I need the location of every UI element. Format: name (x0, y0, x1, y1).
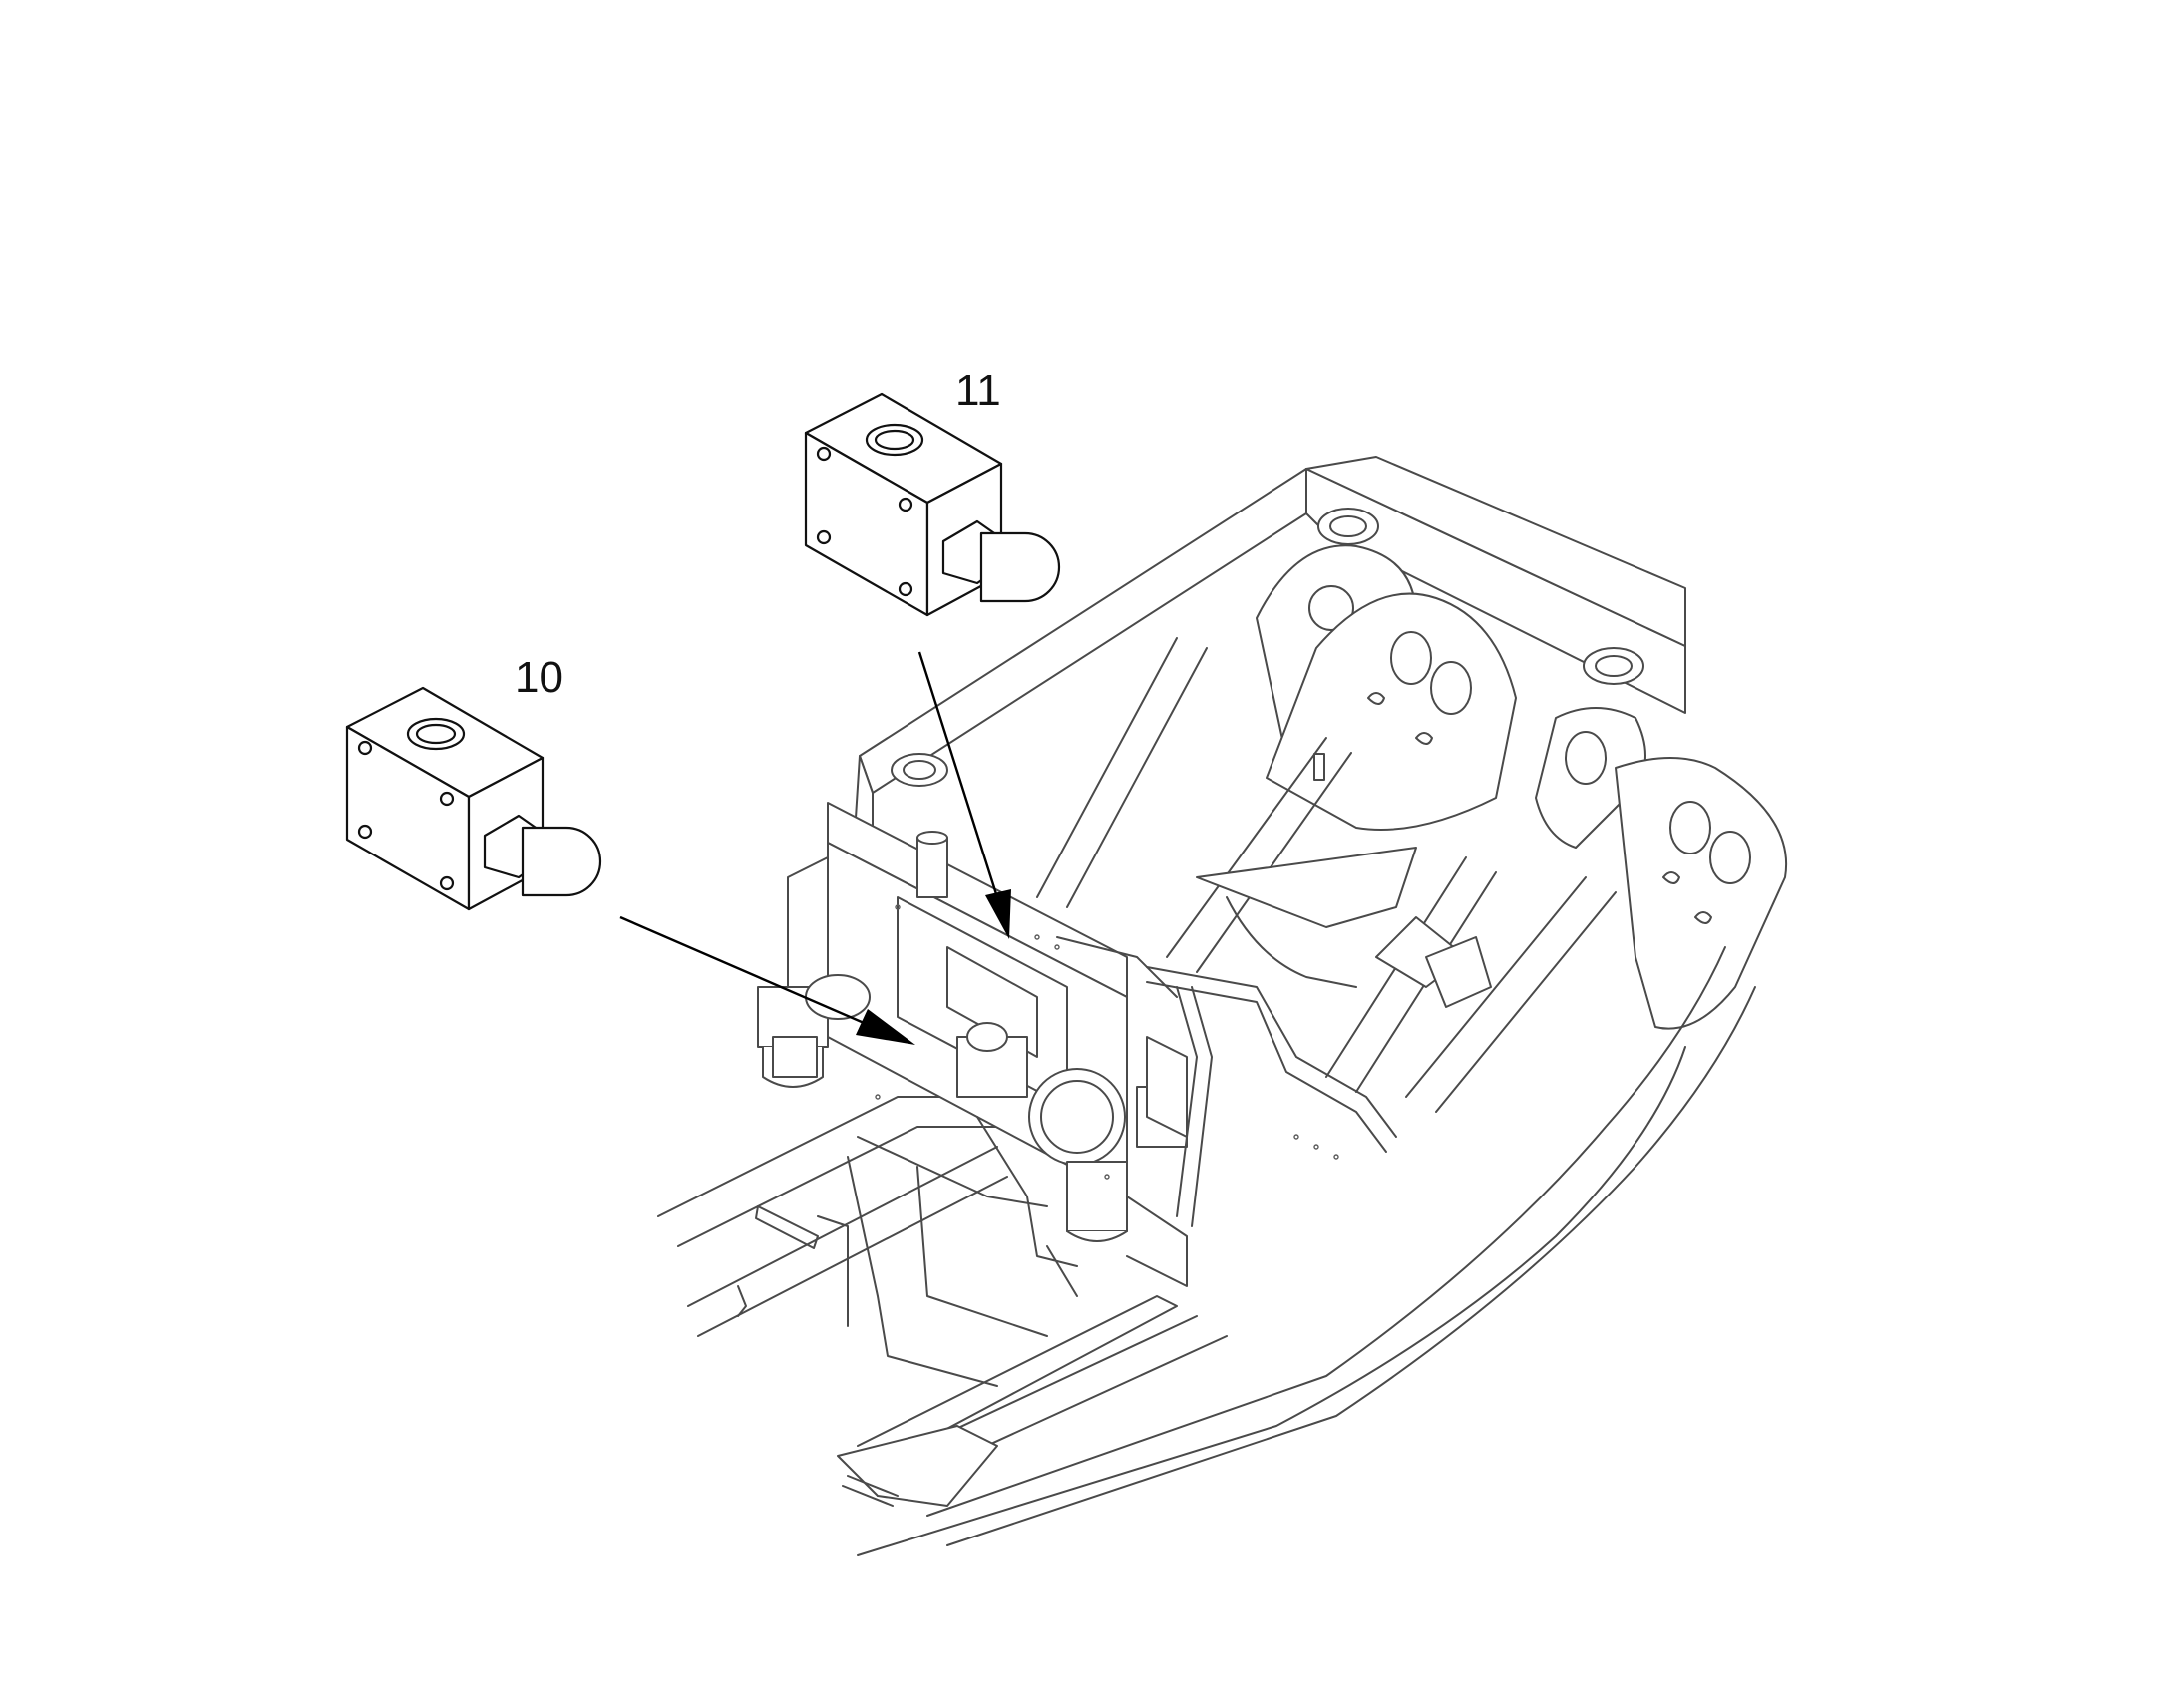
frame-swept-side (926, 946, 1726, 1517)
frame-gusset (1196, 847, 1417, 928)
boom-lug-right-front (1615, 757, 1788, 1030)
valve-pump-ring (1028, 1068, 1126, 1166)
machine-frame (657, 456, 1788, 1556)
part-10-cap (521, 826, 602, 897)
frame-lower-channel (657, 1096, 1008, 1217)
part-11-valve-block (804, 392, 1061, 617)
part-10-valve-block (345, 686, 602, 911)
frame-mount-pad (891, 753, 948, 787)
tank-outline (847, 1156, 998, 1387)
callout-label-10: 10 (515, 653, 563, 702)
callout-label-11: 11 (955, 366, 1001, 415)
frame-rear-box-lid (1305, 456, 1686, 647)
valve-assembly (757, 802, 1397, 1387)
part-11-cap (979, 531, 1061, 603)
frame-rail (1036, 637, 1178, 898)
frame-mount-pad (1583, 647, 1644, 685)
hose-route (1146, 966, 1397, 1138)
leader-arrow-10 (619, 915, 915, 1045)
frame-step-plate (837, 1425, 998, 1507)
valve-cylinder (916, 837, 948, 898)
frame-mount-pad (1317, 508, 1379, 545)
leader-arrow-11 (917, 651, 1011, 939)
boom-lug-center-plate (1266, 592, 1517, 831)
filter-housing-right (1066, 1161, 1128, 1232)
